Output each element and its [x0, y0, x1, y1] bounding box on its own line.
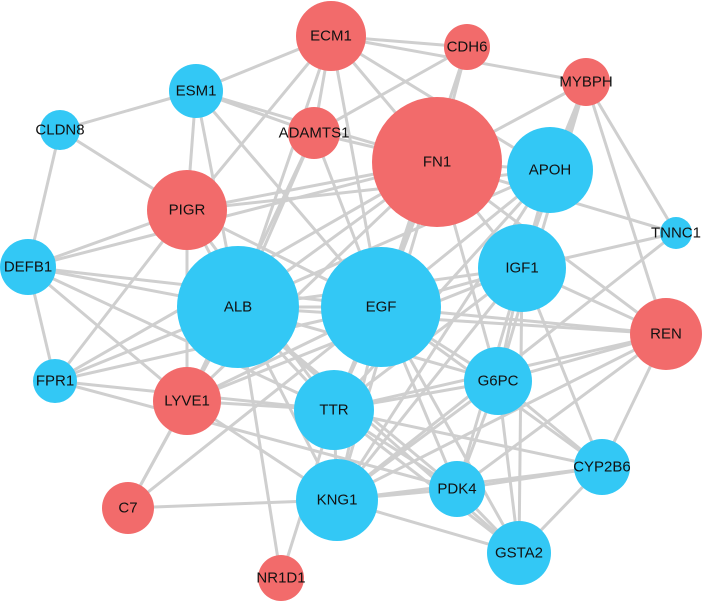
node-circle-igf1 — [478, 224, 566, 312]
node-defb1: DEFB1 — [0, 239, 56, 295]
node-label-cyp2b6: CYP2B6 — [573, 459, 631, 476]
node-circle-egf — [321, 247, 441, 367]
node-label-alb: ALB — [224, 299, 252, 316]
node-label-esm1: ESM1 — [176, 83, 217, 100]
node-circle-cdh6 — [444, 24, 490, 70]
node-circle-esm1 — [169, 64, 223, 118]
node-cldn8: CLDN8 — [35, 110, 85, 150]
edge-defb1-lyve1 — [26, 265, 189, 403]
node-circle-g6pc — [464, 347, 532, 415]
node-pigr: PIGR — [147, 170, 227, 250]
node-ecm1: ECM1 — [296, 1, 366, 71]
node-label-cldn8: CLDN8 — [35, 122, 84, 139]
node-fpr1: FPR1 — [33, 359, 77, 403]
node-label-tnnc1: TNNC1 — [651, 225, 701, 242]
node-circle-alb — [177, 246, 299, 368]
edge-ttr-cyp2b6 — [332, 408, 604, 469]
node-label-defb1: DEFB1 — [4, 259, 52, 276]
node-label-egf: EGF — [366, 299, 397, 316]
edge-igf1-gsta2 — [517, 266, 524, 555]
node-igf1: IGF1 — [478, 224, 566, 312]
node-circle-cldn8 — [40, 110, 80, 150]
node-label-nr1d1: NR1D1 — [256, 570, 305, 587]
node-egf: EGF — [321, 247, 441, 367]
node-ren: REN — [630, 298, 702, 370]
node-label-lyve1: LYVE1 — [164, 393, 210, 410]
node-label-g6pc: G6PC — [478, 373, 519, 390]
edge-alb-ren — [236, 305, 668, 336]
node-circle-apoh — [507, 127, 593, 213]
node-ttr: TTR — [294, 370, 374, 450]
node-label-adamts1: ADAMTS1 — [279, 125, 350, 142]
node-adamts1: ADAMTS1 — [279, 107, 350, 159]
node-alb: ALB — [177, 246, 299, 368]
node-label-fn1: FN1 — [423, 154, 451, 171]
node-circle-adamts1 — [288, 107, 340, 159]
node-circle-tnnc1 — [660, 217, 692, 249]
node-label-mybph: MYBPH — [559, 74, 612, 91]
node-circle-ttr — [294, 370, 374, 450]
edge-mybph-ren — [584, 80, 668, 336]
node-cyp2b6: CYP2B6 — [573, 439, 631, 495]
node-label-ttr: TTR — [319, 402, 348, 419]
node-circle-ren — [630, 298, 702, 370]
node-mybph: MYBPH — [559, 58, 613, 106]
node-c7: C7 — [102, 482, 154, 534]
node-tnnc1: TNNC1 — [651, 217, 701, 249]
node-circle-kng1 — [296, 459, 378, 541]
node-circle-pdk4 — [429, 461, 485, 517]
node-label-pdk4: PDK4 — [437, 481, 476, 498]
node-label-pigr: PIGR — [169, 202, 206, 219]
node-circle-lyve1 — [153, 367, 221, 435]
node-circle-pigr — [147, 170, 227, 250]
edge-cdh6-adamts1 — [312, 45, 469, 135]
node-label-apoh: APOH — [529, 162, 572, 179]
edge-igf1-kng1 — [335, 266, 524, 502]
node-label-kng1: KNG1 — [317, 492, 358, 509]
node-kng1: KNG1 — [296, 459, 378, 541]
node-circle-mybph — [562, 58, 610, 106]
node-label-igf1: IGF1 — [505, 260, 538, 277]
node-pdk4: PDK4 — [429, 461, 485, 517]
node-lyve1: LYVE1 — [153, 367, 221, 435]
edge-mybph-tnnc1 — [584, 80, 678, 235]
node-fn1: FN1 — [372, 97, 502, 227]
node-apoh: APOH — [507, 127, 593, 213]
node-label-ecm1: ECM1 — [310, 28, 352, 45]
node-label-fpr1: FPR1 — [36, 373, 74, 390]
node-circle-defb1 — [0, 239, 56, 295]
node-gsta2: GSTA2 — [487, 521, 551, 585]
node-circle-nr1d1 — [258, 555, 304, 601]
node-esm1: ESM1 — [169, 64, 223, 118]
node-circle-fpr1 — [33, 359, 77, 403]
node-nr1d1: NR1D1 — [256, 555, 306, 601]
node-label-ren: REN — [650, 326, 682, 343]
node-label-c7: C7 — [118, 500, 137, 517]
node-cdh6: CDH6 — [444, 24, 490, 70]
node-circle-gsta2 — [487, 521, 551, 585]
edge-fpr1-pdk4 — [53, 379, 459, 491]
edge-ren-pdk4 — [455, 332, 668, 491]
node-circle-ecm1 — [296, 1, 366, 71]
node-label-cdh6: CDH6 — [447, 39, 488, 56]
node-label-gsta2: GSTA2 — [495, 545, 543, 562]
node-g6pc: G6PC — [464, 347, 532, 415]
node-circle-c7 — [102, 482, 154, 534]
edge-fn1-defb1 — [26, 160, 439, 269]
node-circle-fn1 — [372, 97, 502, 227]
node-circle-cyp2b6 — [574, 439, 630, 495]
